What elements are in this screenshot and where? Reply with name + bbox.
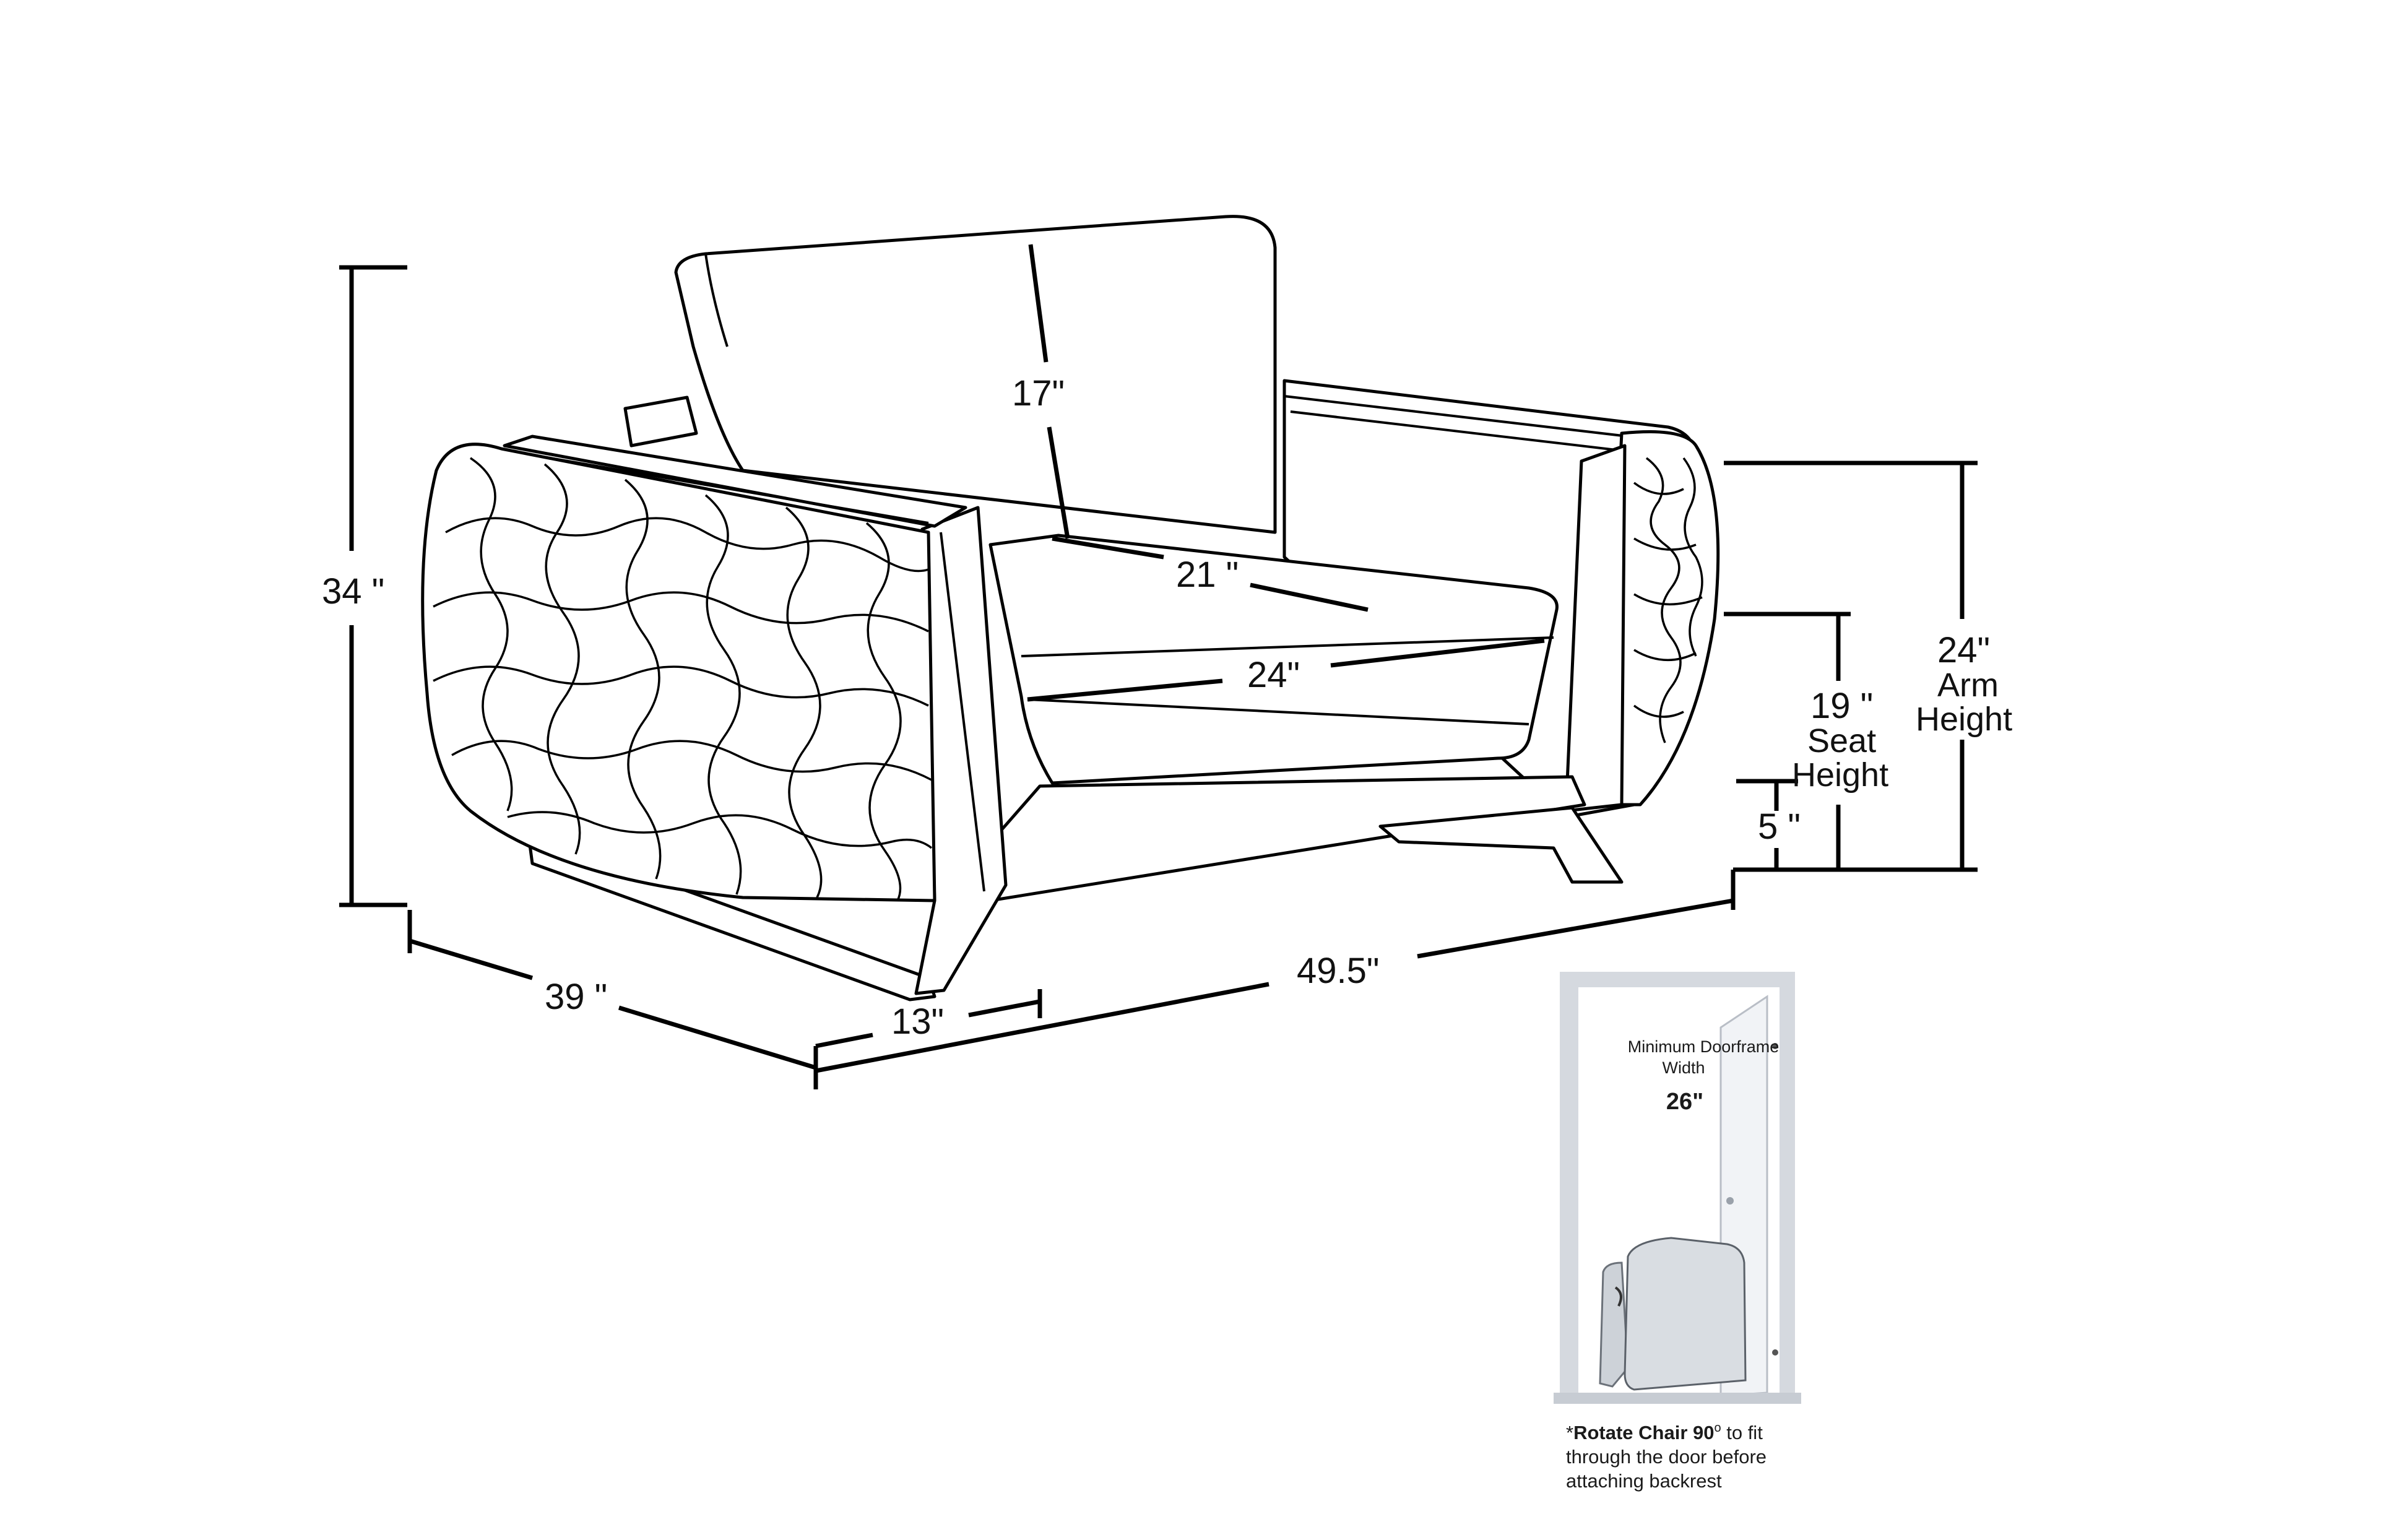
seat-front-line [1027, 698, 1529, 725]
right-arm-tufting [1633, 457, 1703, 743]
right-arm-rail-2 [1290, 410, 1659, 456]
door-frame-left [1560, 972, 1578, 1393]
door-hinge-bottom [1772, 1349, 1778, 1356]
label-depth: 39 " [545, 977, 607, 1017]
door-floor [1554, 1393, 1801, 1404]
label-arm-height-word-2: Height [1916, 701, 2012, 738]
label-total-height: 34 " [322, 571, 384, 612]
door-note-star: * [1566, 1422, 1573, 1443]
seat-depth-line-left [1052, 536, 1164, 560]
label-leg-height: 5 " [1758, 807, 1801, 847]
rotated-chair-detail [1614, 1286, 1622, 1307]
right-arm-front-panel [1564, 444, 1627, 813]
backrest [674, 215, 1277, 534]
label-seat-width: 24" [1247, 655, 1300, 695]
door-note-line-1: *Rotate Chair 90o to fit [1566, 1421, 1763, 1443]
right-arm-rail [1284, 395, 1666, 442]
door-frame-top [1560, 972, 1795, 987]
label-arm-height-word-1: Arm [1937, 667, 1999, 704]
rotated-chair-arm [1599, 1261, 1629, 1388]
label-seat-height-word-1: Seat [1807, 722, 1876, 759]
door-min-width: 26" [1666, 1089, 1703, 1115]
rotated-chair-body [1624, 1237, 1747, 1391]
label-seat-height-value: 19 " [1810, 686, 1873, 726]
door-knob [1726, 1197, 1734, 1205]
label-width: 49.5" [1297, 951, 1379, 991]
door-frame-right [1780, 972, 1795, 1393]
door-title-line-2: Width [1662, 1058, 1705, 1077]
dimension-labels: 34 " 17" 21 " 24" 19 " Seat Height 24" A… [322, 373, 2012, 1042]
seat-depth-line-right [1250, 582, 1369, 612]
label-back-height: 17" [1012, 373, 1065, 413]
doorframe-inset: Minimum Doorframe Width 26" *Rotate Chai… [1554, 972, 1801, 1492]
chair-illustration [421, 215, 1720, 1001]
door-note-bold: Rotate Chair 90 [1573, 1422, 1714, 1443]
door-note-line-3: attaching backrest [1566, 1470, 1722, 1492]
depth-line-right [618, 1005, 817, 1070]
label-arm-width: 13" [891, 1001, 944, 1042]
depth-line-left [409, 938, 534, 980]
arm-width-line-right [968, 999, 1040, 1018]
door-note-rest: to fit [1721, 1422, 1763, 1443]
label-arm-height-value: 24" [1937, 630, 1990, 670]
seat-cushion [988, 534, 1559, 785]
seat-width-line-left [1027, 678, 1223, 702]
left-arm-band-line [940, 532, 985, 892]
door-note-degree: o [1714, 1421, 1721, 1435]
backrest-edge [704, 253, 729, 347]
arm-width-line-left [815, 1032, 873, 1049]
rear-arm-stub [623, 396, 698, 448]
door-hinge-top [1772, 1043, 1778, 1049]
right-arm-tufted [1601, 430, 1720, 807]
left-arm-tufting [433, 457, 933, 901]
seat-width-line-right [1330, 638, 1545, 668]
back-height-line-lower [1047, 426, 1070, 539]
width-line-right [1417, 898, 1734, 959]
door-title-line-1: Minimum Doorframe [1628, 1037, 1780, 1056]
right-metal-leg [1378, 806, 1624, 884]
seat-front-top [1021, 636, 1554, 657]
label-seat-depth: 21 " [1176, 555, 1239, 595]
door-note-line-2: through the door before [1566, 1446, 1767, 1468]
label-seat-height-word-2: Height [1792, 756, 1888, 794]
back-height-line-upper [1028, 244, 1049, 363]
width-line-left [815, 982, 1269, 1073]
dimension-lines [339, 244, 1978, 1089]
